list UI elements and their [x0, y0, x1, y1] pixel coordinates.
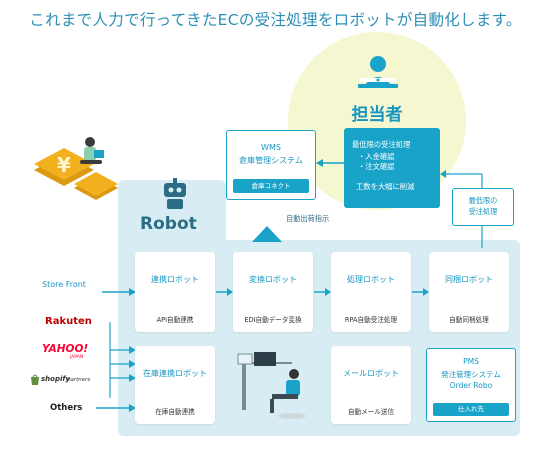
process-robot-title: 処理ロボット — [347, 275, 395, 284]
manual-tasks-box: 最低限の受注処理 ・入金確認 ・注文確認 工数を大幅に削減 — [344, 128, 440, 208]
yahoo-logo: YAHOO! — [42, 343, 89, 355]
rakuten-logo: Rakuten — [45, 316, 92, 327]
tasks-line3: ・注文確認 — [358, 162, 395, 171]
link-robot-desc: API自動連携 — [156, 316, 194, 324]
auto-shipping-label: 自動出荷指示 — [286, 214, 330, 223]
pms-card: PMS 発注管理システム Order Robo 仕入れ先 — [426, 348, 516, 422]
store-front-label: Store Front — [42, 280, 86, 289]
minimal-processing-note: 最低限の 受注処理 — [452, 188, 514, 226]
shopify-partners-sub: partners — [67, 377, 91, 383]
wms-card: WMS 倉庫管理システム 倉庫コネクト — [226, 130, 316, 200]
mail-robot-card: メールロボット 自動メール送信 — [331, 346, 411, 424]
link-robot-title: 連携ロボット — [151, 275, 199, 284]
office-worker-illustration — [237, 352, 306, 419]
robot-flow-arrows — [216, 288, 429, 296]
convert-robot-card: 変換ロボット EDI自動データ変換 — [233, 252, 313, 332]
person-at-laptop-icon — [358, 56, 398, 88]
mail-robot-desc: 自動メール送信 — [347, 408, 395, 416]
panel-arrow-up-icon — [252, 226, 282, 242]
convert-robot-desc: EDI自動データ変換 — [244, 316, 302, 324]
note-line2: 受注処理 — [468, 207, 498, 216]
supplier-button[interactable]: 仕入れ先 — [433, 403, 509, 416]
tasks-line4: 工数を大幅に削減 — [356, 182, 415, 191]
bundle-robot-desc: 自動同梱処理 — [449, 316, 489, 324]
svg-text:¥: ¥ — [57, 153, 71, 177]
link-robot-card: 連携ロボット API自動連携 — [135, 252, 215, 332]
robot-icon — [164, 178, 186, 209]
note-connector-lines — [440, 170, 483, 248]
tasks-line2: ・入金確認 — [358, 152, 395, 161]
source-column — [20, 254, 114, 426]
bundle-robot-card: 同梱ロボット 自動同梱処理 — [429, 252, 509, 332]
process-robot-desc: RPA自動受注処理 — [344, 316, 398, 324]
yen-coin-illustration: ¥ — [34, 137, 118, 200]
wms-subtitle: 倉庫管理システム — [239, 156, 303, 165]
mail-robot-title: メールロボット — [343, 369, 399, 378]
convert-robot-title: 変換ロボット — [249, 275, 297, 284]
note-line1: 最低限の — [468, 196, 498, 205]
bundle-robot-title: 同梱ロボット — [445, 275, 493, 284]
tasks-line1: 最低限の受注処理 — [352, 140, 411, 149]
arrow-to-wms-icon — [316, 159, 344, 167]
source-arrows — [96, 288, 136, 412]
person-label: 担当者 — [351, 105, 403, 125]
pms-product: Order Robo — [449, 381, 493, 390]
inventory-robot-title: 在庫連携ロボット — [143, 369, 207, 378]
inventory-robot-card: 在庫連携ロボット 在庫自動連携 — [135, 346, 215, 424]
robot-word: Robot — [140, 214, 197, 234]
inventory-robot-desc: 在庫自動連携 — [155, 408, 195, 416]
shopify-logo: shopify — [41, 375, 70, 383]
wms-title: WMS — [261, 143, 281, 152]
others-label: Others — [50, 403, 83, 413]
headline: これまで人力で行ってきたECの受注処理をロボットが自動化します。 — [29, 11, 522, 29]
shopify-bag-icon — [31, 374, 39, 385]
pms-title: PMS — [463, 357, 479, 366]
wms-connect-button[interactable]: 倉庫コネクト — [233, 179, 309, 193]
yahoo-japan-sub: JAPAN — [70, 355, 84, 360]
pms-subtitle: 発注管理システム — [441, 370, 501, 379]
process-robot-card: 処理ロボット RPA自動受注処理 — [331, 252, 411, 332]
